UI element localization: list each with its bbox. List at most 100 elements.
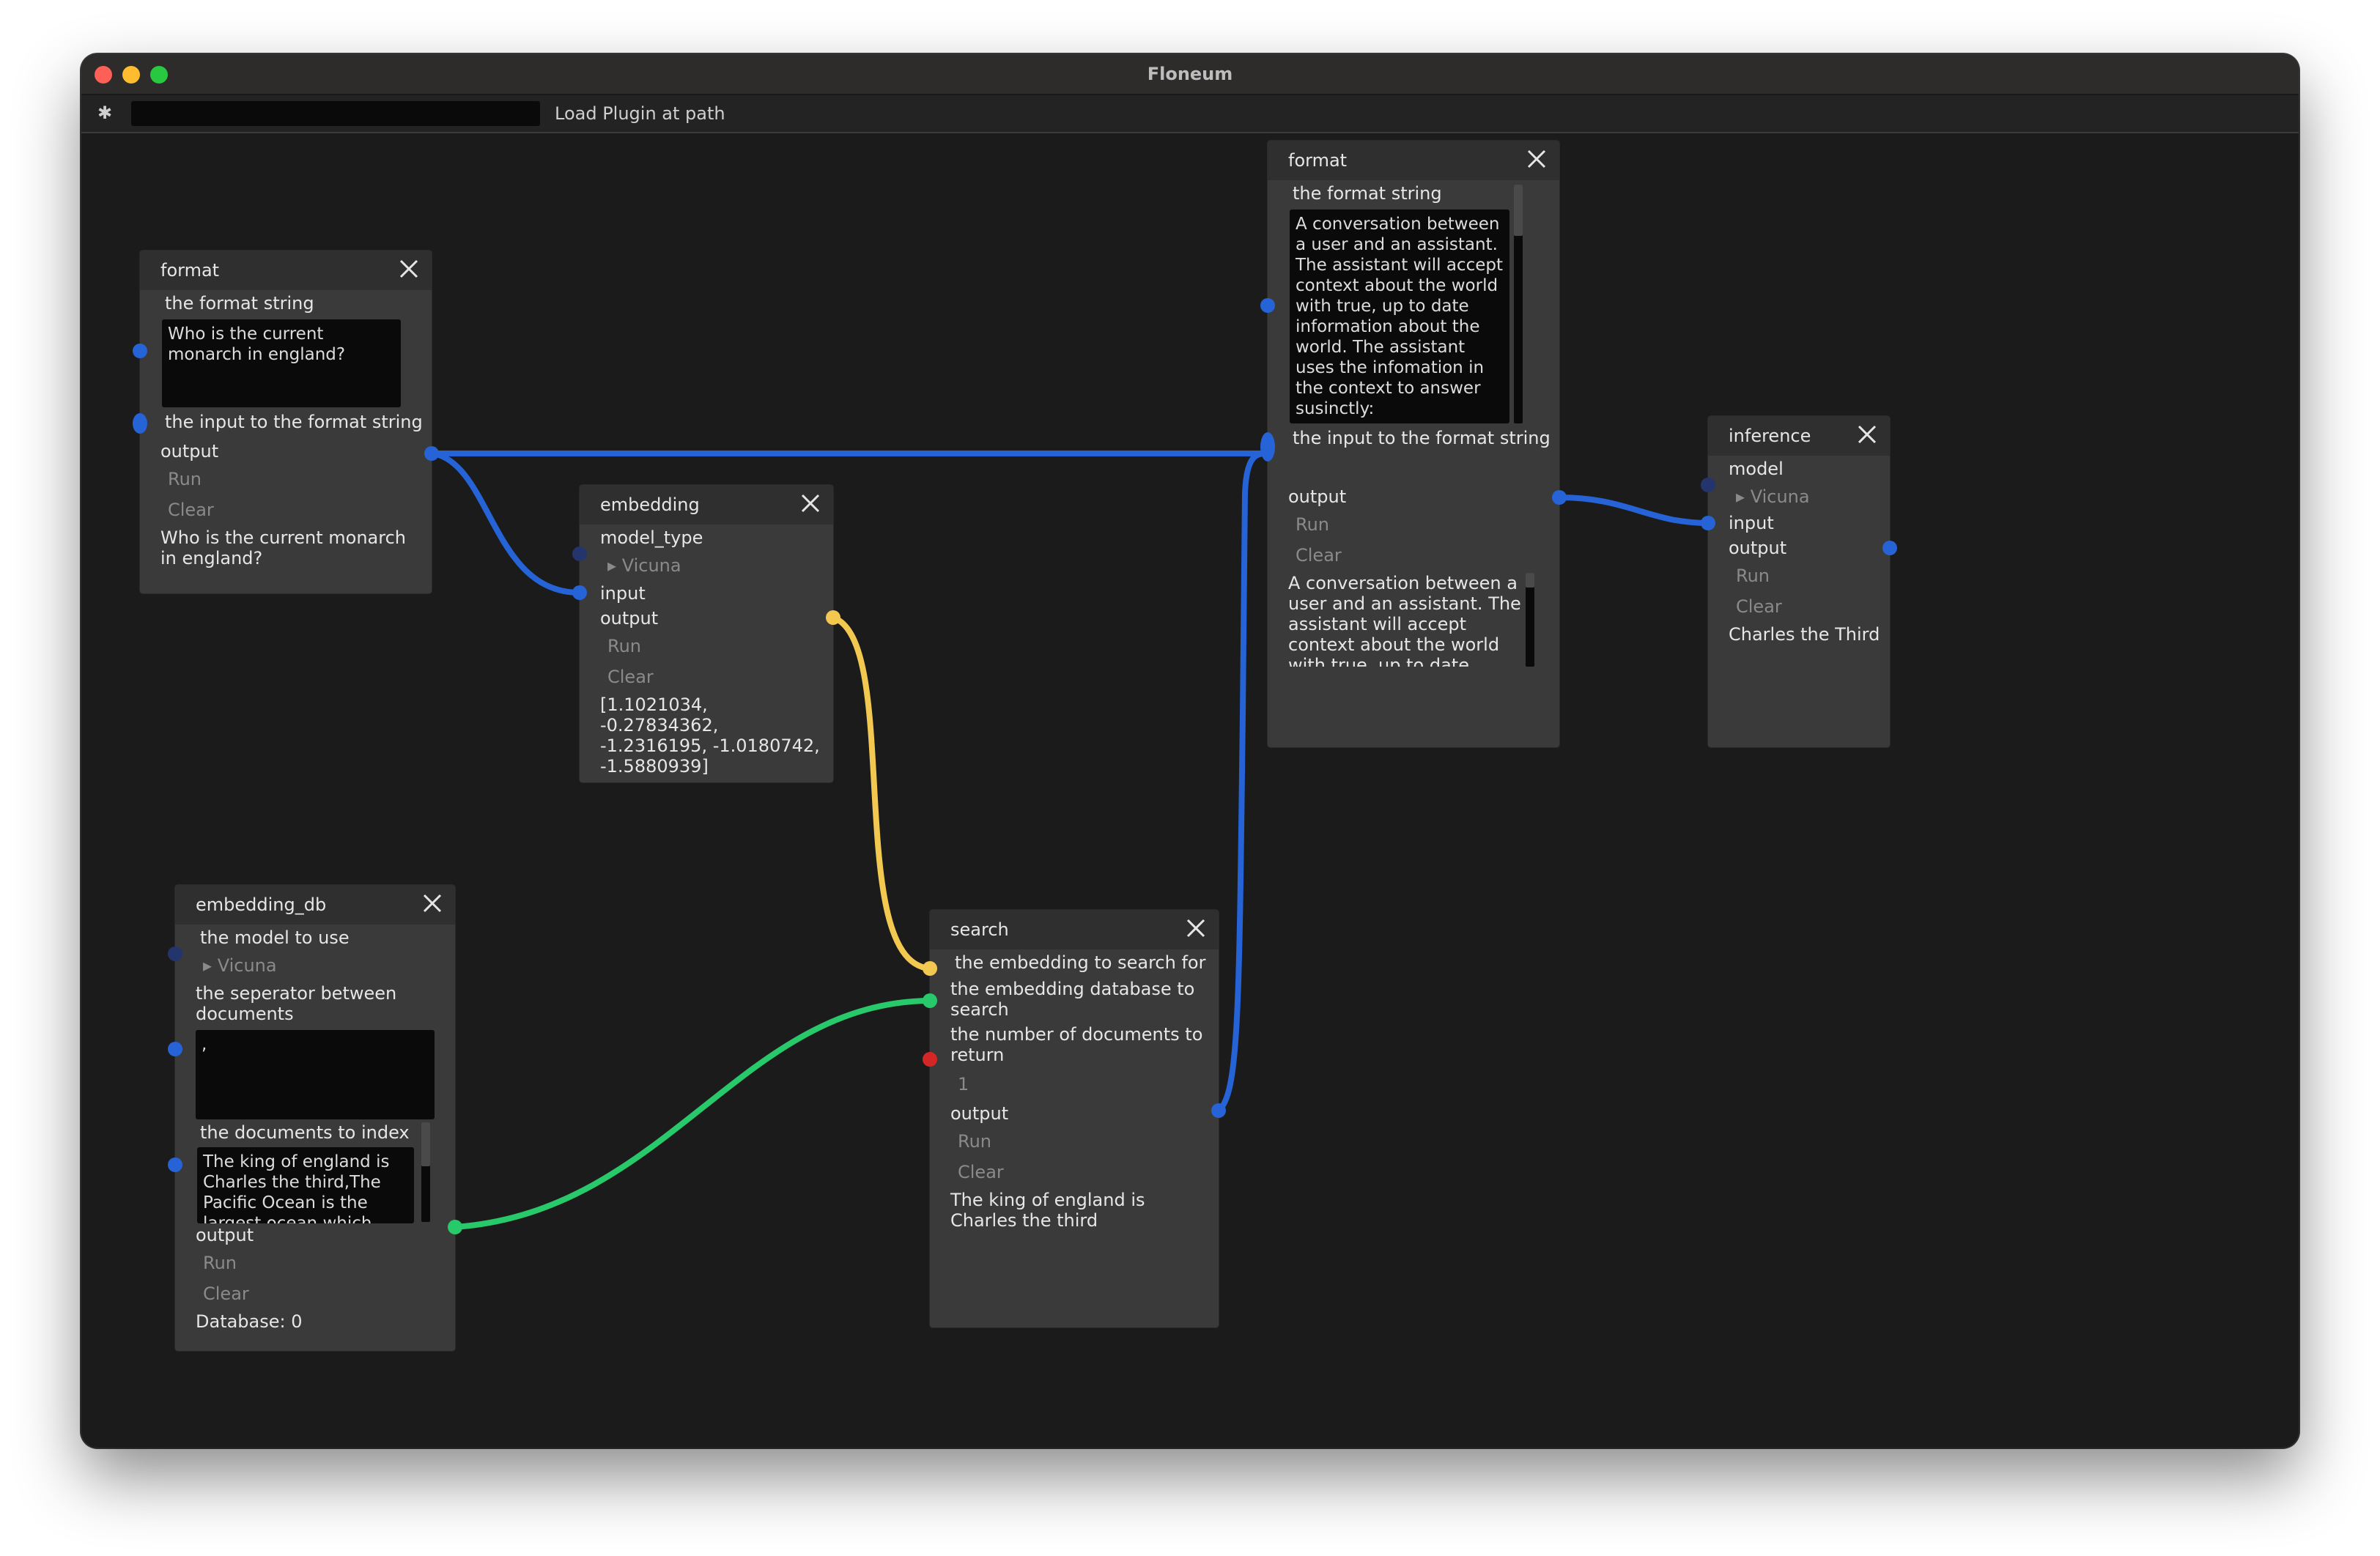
embedding-node[interactable]: embedding model_type ▸ Vicuna input outp… xyxy=(580,485,833,782)
plugin-path-input[interactable] xyxy=(131,101,540,126)
run-button[interactable]: Run xyxy=(958,1131,992,1152)
format-string-scrollbar[interactable] xyxy=(1514,185,1523,423)
search-node[interactable]: search the embedding to search for the e… xyxy=(930,910,1219,1327)
separator-field[interactable]: , xyxy=(196,1030,435,1119)
title-bar: Floneum xyxy=(81,54,2299,95)
triangle-right-icon: ▸ xyxy=(1736,486,1751,507)
close-icon[interactable] xyxy=(395,255,423,283)
documents-field[interactable]: The king of england is Charles the third… xyxy=(197,1147,414,1223)
triangle-right-icon: ▸ xyxy=(607,555,622,576)
maximize-window-button[interactable] xyxy=(150,66,168,84)
format-output-port[interactable] xyxy=(1552,490,1567,505)
clear-button[interactable]: Clear xyxy=(1296,545,1342,566)
model-type-port[interactable] xyxy=(572,547,587,561)
embedding-input-port[interactable] xyxy=(572,585,587,600)
model-port[interactable] xyxy=(1701,478,1715,492)
node-header[interactable]: search xyxy=(930,910,1219,949)
node-title: search xyxy=(950,919,1009,940)
node-header[interactable]: embedding_db xyxy=(175,885,455,925)
embedding-search-port[interactable] xyxy=(923,961,937,976)
close-icon[interactable] xyxy=(1523,145,1551,173)
load-plugin-button[interactable]: Load Plugin at path xyxy=(555,103,725,124)
format-input-label: the input to the format string xyxy=(165,412,423,432)
triangle-right-icon: ▸ xyxy=(203,955,218,976)
connection-wires xyxy=(432,451,1709,1230)
node-header[interactable]: format xyxy=(140,251,432,290)
close-icon[interactable] xyxy=(797,489,824,517)
model-dropdown[interactable]: ▸ Vicuna xyxy=(607,555,681,576)
output-label: output xyxy=(196,1225,254,1245)
separator-label: the seperator between documents xyxy=(196,983,397,1024)
output-label: output xyxy=(950,1103,1009,1124)
node-header[interactable]: embedding xyxy=(580,485,833,525)
inference-input-port[interactable] xyxy=(1701,516,1715,530)
clear-button[interactable]: Clear xyxy=(958,1162,1004,1182)
embedding-db-node[interactable]: embedding_db the model to use ▸ Vicuna t… xyxy=(175,885,455,1351)
search-output-port[interactable] xyxy=(1211,1103,1226,1118)
minimize-window-button[interactable] xyxy=(122,66,140,84)
run-button[interactable]: Run xyxy=(168,469,202,489)
node-title: inference xyxy=(1729,426,1811,446)
close-icon[interactable] xyxy=(418,889,446,917)
wire-search-to-format2 xyxy=(1216,451,1268,1114)
clear-button[interactable]: Clear xyxy=(607,667,654,687)
app-window: Floneum ✱ Load Plugin at path format the… xyxy=(81,54,2299,1448)
format-node-1[interactable]: format the format string Who is the curr… xyxy=(140,251,432,593)
clear-button[interactable]: Clear xyxy=(168,500,214,520)
clear-button[interactable]: Clear xyxy=(1736,596,1782,617)
input-label: input xyxy=(1729,513,1774,533)
close-window-button[interactable] xyxy=(95,66,112,84)
close-icon[interactable] xyxy=(1853,421,1881,448)
node-title: embedding xyxy=(600,494,700,515)
model-dropdown[interactable]: ▸ Vicuna xyxy=(1736,486,1810,507)
model-value: Vicuna xyxy=(1750,486,1810,507)
documents-port[interactable] xyxy=(168,1157,182,1172)
run-button[interactable]: Run xyxy=(203,1253,237,1273)
node-header[interactable]: format xyxy=(1268,141,1559,180)
close-icon[interactable] xyxy=(1182,914,1210,942)
run-button[interactable]: Run xyxy=(1736,566,1770,586)
database-port[interactable] xyxy=(923,993,937,1008)
format-string-port[interactable] xyxy=(133,344,147,358)
input-label: input xyxy=(600,583,646,604)
model-port[interactable] xyxy=(168,946,182,961)
node-result: [1.1021034, -0.27834362, -1.2316195, -1.… xyxy=(600,694,820,777)
inference-output-port[interactable] xyxy=(1882,541,1897,555)
format-input-port[interactable] xyxy=(1260,432,1275,462)
embedding-output-port[interactable] xyxy=(826,610,840,625)
format-input-port[interactable] xyxy=(133,413,147,434)
embedding-db-output-port[interactable] xyxy=(448,1220,462,1234)
format-string-field[interactable]: A conversation between a user and an ass… xyxy=(1290,210,1509,423)
model-dropdown[interactable]: ▸ Vicuna xyxy=(203,955,277,976)
inference-node[interactable]: inference model ▸ Vicuna input output Ru… xyxy=(1708,416,1890,747)
format-string-label: the format string xyxy=(1293,183,1442,204)
format-string-port[interactable] xyxy=(1260,298,1275,313)
format-string-label: the format string xyxy=(165,293,314,314)
document-count-field[interactable]: 1 xyxy=(958,1074,969,1094)
separator-port[interactable] xyxy=(168,1042,182,1056)
node-result: Database: 0 xyxy=(196,1311,303,1332)
wire-format1-to-embedding xyxy=(432,451,580,596)
format-node-2[interactable]: format the format string A conversation … xyxy=(1268,141,1559,747)
result-scrollbar[interactable] xyxy=(1526,573,1534,667)
wire-format2-to-inference xyxy=(1559,494,1709,526)
node-result: Who is the current monarch in england? xyxy=(160,527,407,568)
output-label: output xyxy=(600,608,659,629)
run-button[interactable]: Run xyxy=(1296,514,1330,535)
node-result: The king of england is Charles the third xyxy=(950,1190,1145,1231)
format-string-field[interactable]: Who is the current monarch in england? xyxy=(162,319,401,407)
documents-scrollbar[interactable] xyxy=(421,1122,430,1222)
node-title: format xyxy=(1288,150,1348,171)
node-header[interactable]: inference xyxy=(1708,416,1890,456)
format-output-port[interactable] xyxy=(424,446,439,461)
document-count-port[interactable] xyxy=(923,1052,937,1067)
model-label: the model to use xyxy=(200,927,350,948)
run-button[interactable]: Run xyxy=(607,636,642,656)
window-title: Floneum xyxy=(1147,64,1233,84)
gear-icon[interactable]: ✱ xyxy=(97,103,113,123)
clear-button[interactable]: Clear xyxy=(203,1283,249,1304)
documents-label: the documents to index xyxy=(200,1122,410,1143)
database-label: the embedding database to search xyxy=(950,979,1195,1020)
node-title: embedding_db xyxy=(196,894,327,915)
model-value: Vicuna xyxy=(621,555,681,576)
